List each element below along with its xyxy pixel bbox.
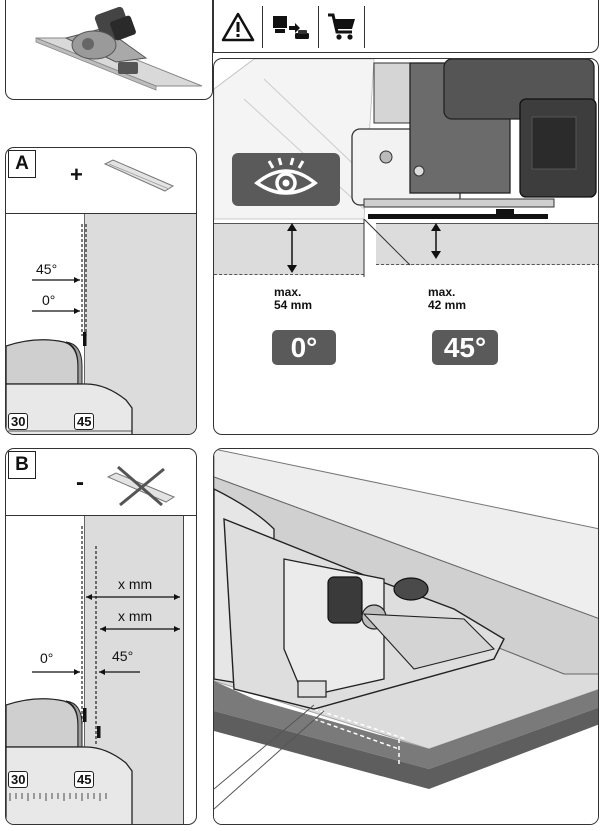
section-a-label-0: 0° (42, 292, 56, 308)
section-b-scale-45: 45 (74, 771, 95, 788)
workpiece-0-degree (214, 223, 364, 275)
depth-0-value: 54 mm (274, 298, 313, 312)
warning-icon (221, 12, 255, 42)
section-b-scale-30: 30 (8, 771, 29, 788)
saw-knob-and-scale-illustration (6, 339, 133, 434)
cart-icon-cell (318, 6, 365, 48)
section-a-scale-30: 30 (8, 413, 29, 430)
splinter-guard-strip-icon (103, 159, 175, 192)
dim-x-mm-2: x mm (118, 608, 153, 624)
header-icon-bar (213, 0, 599, 53)
section-b-saw-on-workpiece-panel (213, 448, 599, 825)
angle-0-badge: 0° (272, 330, 336, 365)
section-a-letter: A (8, 150, 36, 178)
dim-x-mm-1: x mm (118, 576, 153, 592)
cut-depth-arrows (287, 219, 441, 277)
section-b-guide-lines (32, 526, 180, 746)
section-b-letter: B (8, 451, 36, 479)
section-a-plus-sign: + (70, 162, 83, 187)
workpiece-45-degree (376, 223, 598, 265)
section-a-label-45: 45° (36, 261, 58, 277)
remove-splinter-guard-icon (106, 465, 176, 507)
section-a-divider (6, 213, 196, 214)
shopping-cart-icon (328, 13, 355, 40)
eye-icon (254, 157, 318, 195)
section-b-rail-detail-panel: B - x mm x mm 0° 45° (5, 448, 197, 825)
section-a-guide-lines (32, 224, 87, 346)
saw-on-workpiece-illustration (214, 449, 598, 824)
angle-45-badge: 45° (432, 330, 498, 365)
saw-knob-and-scale-illustration-b (6, 698, 133, 824)
depth-0-label: max. (274, 285, 302, 299)
header-saw-illustration-panel (5, 0, 213, 100)
header-empty-cell (364, 6, 598, 48)
section-b-label-45: 45° (112, 648, 134, 664)
section-b-divider (6, 515, 196, 516)
section-a-scale-45: 45 (74, 413, 95, 430)
charger-icon-cell (262, 6, 319, 48)
depth-45-value: 42 mm (428, 298, 467, 312)
battery-charger-icon (273, 16, 309, 39)
section-a-rail-detail-panel: A + 45° 0° 30 45 (5, 147, 197, 435)
section-b-minus-sign: - (76, 469, 84, 496)
warning-icon-cell (214, 6, 262, 48)
section-a-cut-depth-panel: max. 54 mm max. 42 mm 0° 45° (213, 58, 599, 435)
saw-on-rail-illustration (35, 6, 203, 91)
visual-check-badge (232, 153, 340, 206)
depth-45-label: max. (428, 285, 456, 299)
section-b-label-0: 0° (40, 650, 54, 666)
